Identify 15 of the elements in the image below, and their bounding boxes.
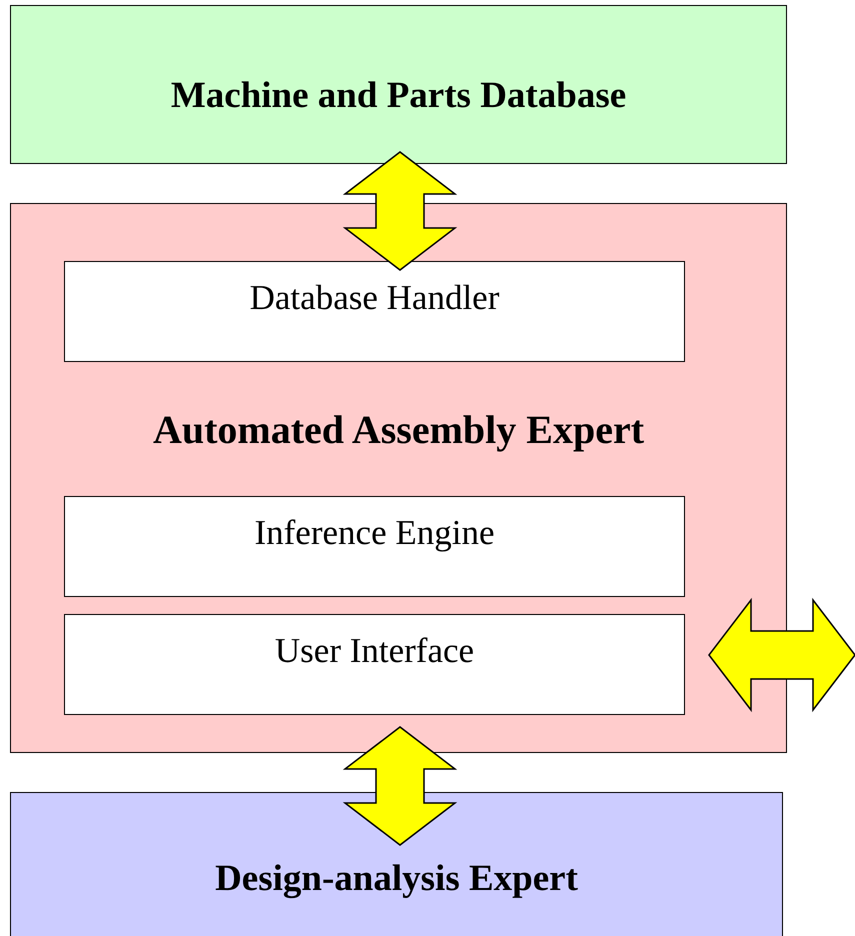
node-label: Automated Assembly Expert: [152, 406, 646, 453]
expert-system-box: [10, 203, 787, 753]
node-label: Machine and Parts Database: [170, 74, 628, 117]
database-box: [10, 5, 787, 164]
module-box: [64, 614, 685, 715]
node-label: Design-analysis Expert: [214, 857, 579, 900]
node-label: Inference Engine: [254, 513, 496, 553]
node-label: User Interface: [274, 631, 476, 671]
module-box: [64, 496, 685, 597]
node-label: Database Handler: [248, 278, 500, 318]
double-arrow: [342, 151, 458, 271]
double-arrow: [342, 726, 458, 846]
expert-box: [10, 792, 783, 936]
module-box: [64, 261, 685, 362]
double-arrow: [708, 598, 855, 712]
